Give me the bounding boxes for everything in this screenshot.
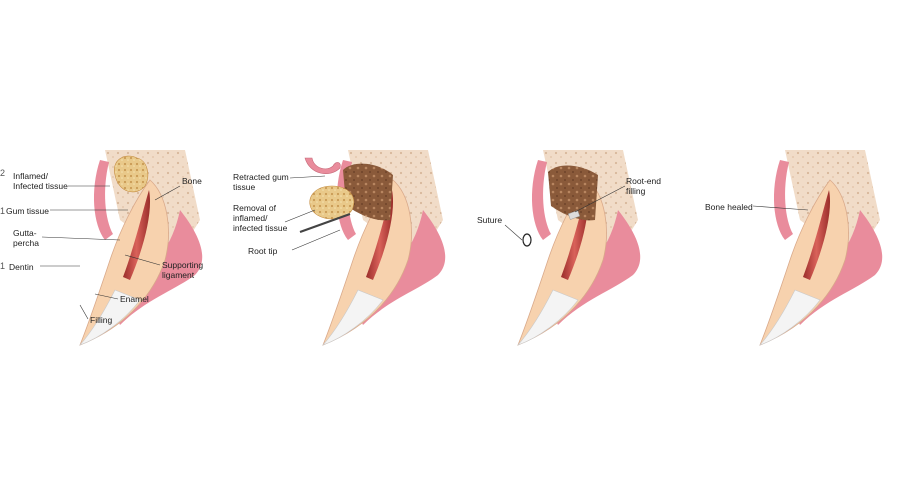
label-bone-healed: Bone healed <box>705 202 753 212</box>
label-removal-inflamed-tissue: Removal of inflamed/ infected tissue <box>233 203 288 233</box>
label-suture: Suture <box>477 215 503 225</box>
label-root-end-filling: Root-end filling <box>626 176 661 196</box>
panel-4-leader-lines <box>752 205 809 211</box>
edge-mark: 1 <box>0 206 6 216</box>
label-root-tip: Root tip <box>248 246 278 256</box>
removed-infected-tissue <box>309 185 354 220</box>
label-supporting-ligament: Supporting ligament <box>162 260 204 280</box>
surgical-instrument <box>299 212 351 234</box>
panel-3-tooth-illustration <box>517 149 641 346</box>
panel-2-surgery <box>284 149 446 346</box>
panel-4-healed <box>752 149 883 346</box>
label-bone: Bone <box>182 176 202 186</box>
root-end-filling-mark <box>567 210 581 220</box>
suture-loop <box>522 233 532 247</box>
panel-1-leader-lines <box>40 185 181 320</box>
panel-3-leader-lines <box>504 185 626 241</box>
panel-1-tooth-illustration <box>79 149 203 346</box>
infected-tissue-blob <box>114 155 149 193</box>
label-gutta-percha: Gutta- percha <box>13 228 39 248</box>
panel-3-suture <box>504 149 641 346</box>
label-filling: Filling <box>90 315 113 325</box>
edge-mark: 2 <box>0 168 6 178</box>
panel-2-leader-lines <box>284 175 341 251</box>
edge-mark: 1 <box>0 261 6 271</box>
panel-2-tooth-illustration <box>322 149 446 346</box>
label-gum-tissue: Gum tissue <box>6 206 49 216</box>
label-enamel: Enamel <box>120 294 149 304</box>
bone-cavity <box>343 163 393 221</box>
panel-1-infected-tooth <box>40 149 203 346</box>
label-retracted-gum: Retracted gum tissue <box>233 172 289 192</box>
panel-4-tooth-illustration <box>759 149 883 346</box>
label-inflamed-tissue: Inflamed/ Infected tissue <box>13 171 68 191</box>
label-dentin: Dentin <box>9 262 34 272</box>
retracted-gum-flap <box>304 157 341 175</box>
